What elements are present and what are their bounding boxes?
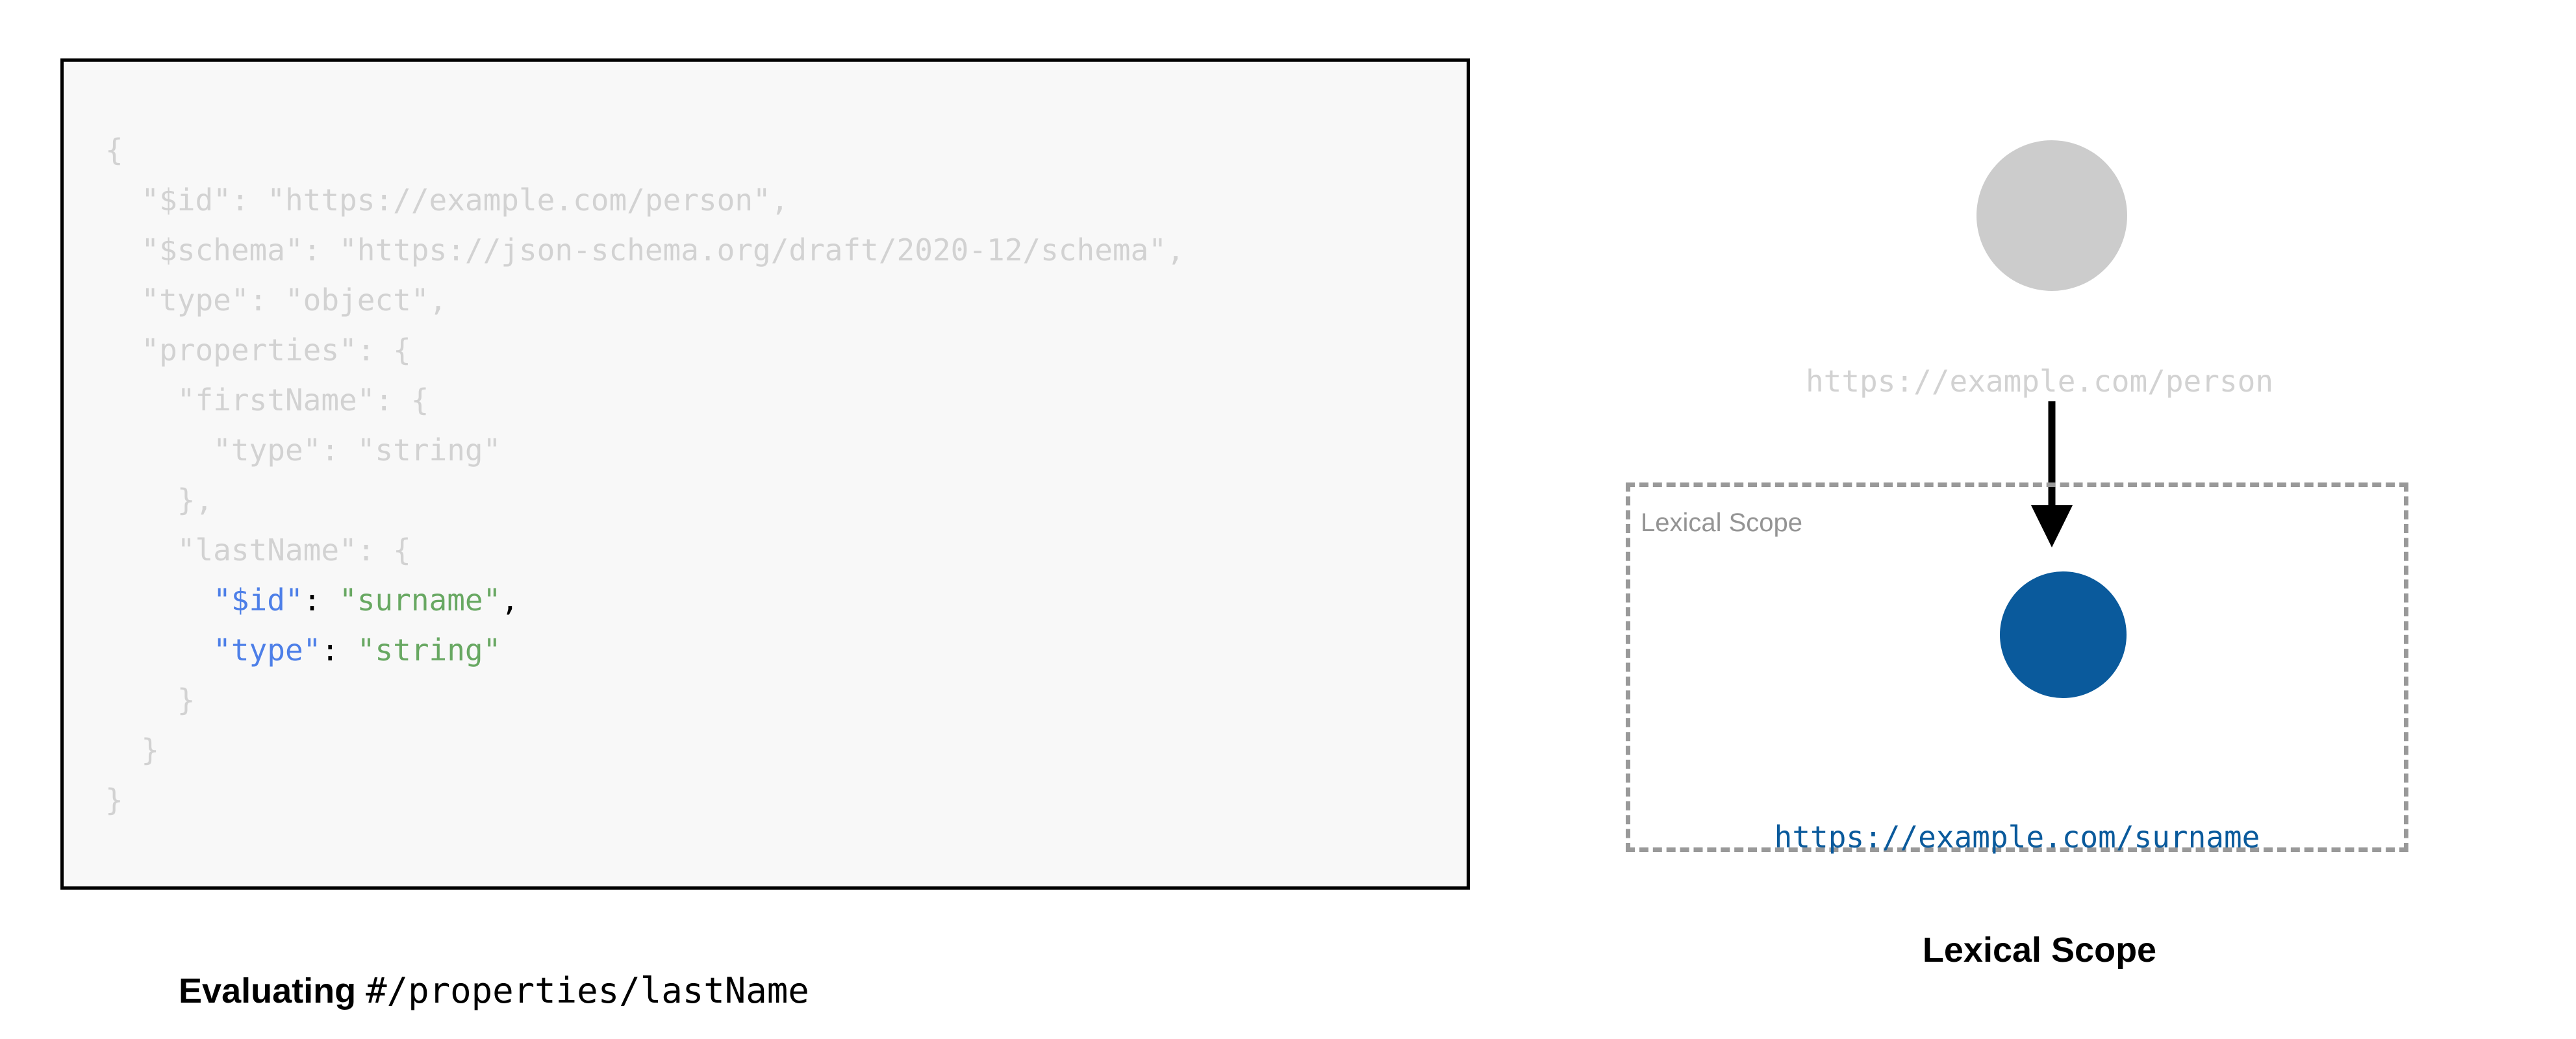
code-line: "type": "string" [105,632,501,668]
code-token-dimmed: : [303,232,340,268]
code-line: "$id": "surname", [105,582,519,618]
code-line: }, [105,482,213,518]
code-line: "$id": "https://example.com/person", [105,182,789,218]
scoped-schema-node-label: https://example.com/surname [1774,820,2260,855]
code-token-dimmed: "type" [141,282,249,318]
code-indent [105,632,213,668]
parent-schema-node-label: https://example.com/person [1805,364,2274,399]
code-line: "lastName": { [105,532,411,568]
code-indent [105,232,141,268]
code-panel: { "$id": "https://example.com/person", "… [60,58,1470,890]
code-indent [105,332,141,368]
lexical-scope-tag-label: Lexical Scope [1641,508,1803,537]
code-token-dimmed: "type" [213,432,322,468]
json-schema-code: { "$id": "https://example.com/person", "… [105,125,1185,825]
code-indent [105,432,213,468]
code-token-dimmed: , [429,282,448,318]
code-token-dimmed: "$id" [141,182,231,218]
code-line: } [105,732,159,768]
code-indent [105,282,141,318]
code-token-punctuation: , [501,582,519,618]
code-line: } [105,782,123,818]
code-token-dimmed: : { [357,332,411,368]
code-token-dimmed: "properties" [141,332,357,368]
code-indent [105,532,177,568]
left-caption-strong: Evaluating [179,971,366,1010]
code-token-dimmed: }, [177,482,214,518]
code-indent [105,732,141,768]
code-token-key: "$id" [213,582,303,618]
code-token-string: "surname" [339,582,501,618]
code-token-dimmed: } [141,732,160,768]
code-indent [105,182,141,218]
code-line: } [105,682,196,718]
lexical-scope-boundary [1626,482,2408,852]
left-caption: Evaluating #/properties/lastName [140,930,809,1039]
code-line: "$schema": "https://json-schema.org/draf… [105,232,1185,268]
arrow-down-icon [2031,401,2073,547]
code-token-dimmed: , [770,182,789,218]
code-token-dimmed: : { [357,532,411,568]
code-token-string: "string" [357,632,501,668]
lexical-scope-diagram: https://example.com/person Lexical Scope… [1559,58,2520,890]
code-token-dimmed: "object" [284,282,429,318]
code-token-dimmed: { [105,132,123,168]
code-indent [105,682,177,718]
code-token-dimmed: } [105,782,123,818]
code-indent [105,382,177,418]
code-token-dimmed: : [231,182,268,218]
code-indent [105,482,177,518]
code-token-dimmed: "string" [357,432,501,468]
code-token-key: "type" [213,632,322,668]
code-indent [105,582,213,618]
code-token-dimmed: : [249,282,285,318]
code-token-punctuation: : [303,582,340,618]
parent-schema-node-circle [1976,140,2127,291]
code-token-dimmed: : [321,432,357,468]
code-token-dimmed: "$schema" [141,232,303,268]
code-token-dimmed: : { [375,382,429,418]
code-token-dimmed: "https://example.com/person" [267,182,771,218]
code-line: { [105,132,123,168]
code-token-dimmed: "lastName" [177,532,357,568]
code-token-dimmed: "https://json-schema.org/draft/2020-12/s… [339,232,1167,268]
code-line: "properties": { [105,332,411,368]
code-line: "type": "string" [105,432,501,468]
right-caption: Lexical Scope [1922,931,2157,970]
code-token-dimmed: } [177,682,196,718]
code-token-dimmed: "firstName" [177,382,375,418]
code-token-punctuation: : [321,632,357,668]
scoped-schema-node-circle [2000,571,2127,698]
code-token-dimmed: , [1166,232,1185,268]
left-caption-pointer: #/properties/lastName [366,970,809,1011]
code-line: "firstName": { [105,382,429,418]
code-line: "type": "object", [105,282,447,318]
